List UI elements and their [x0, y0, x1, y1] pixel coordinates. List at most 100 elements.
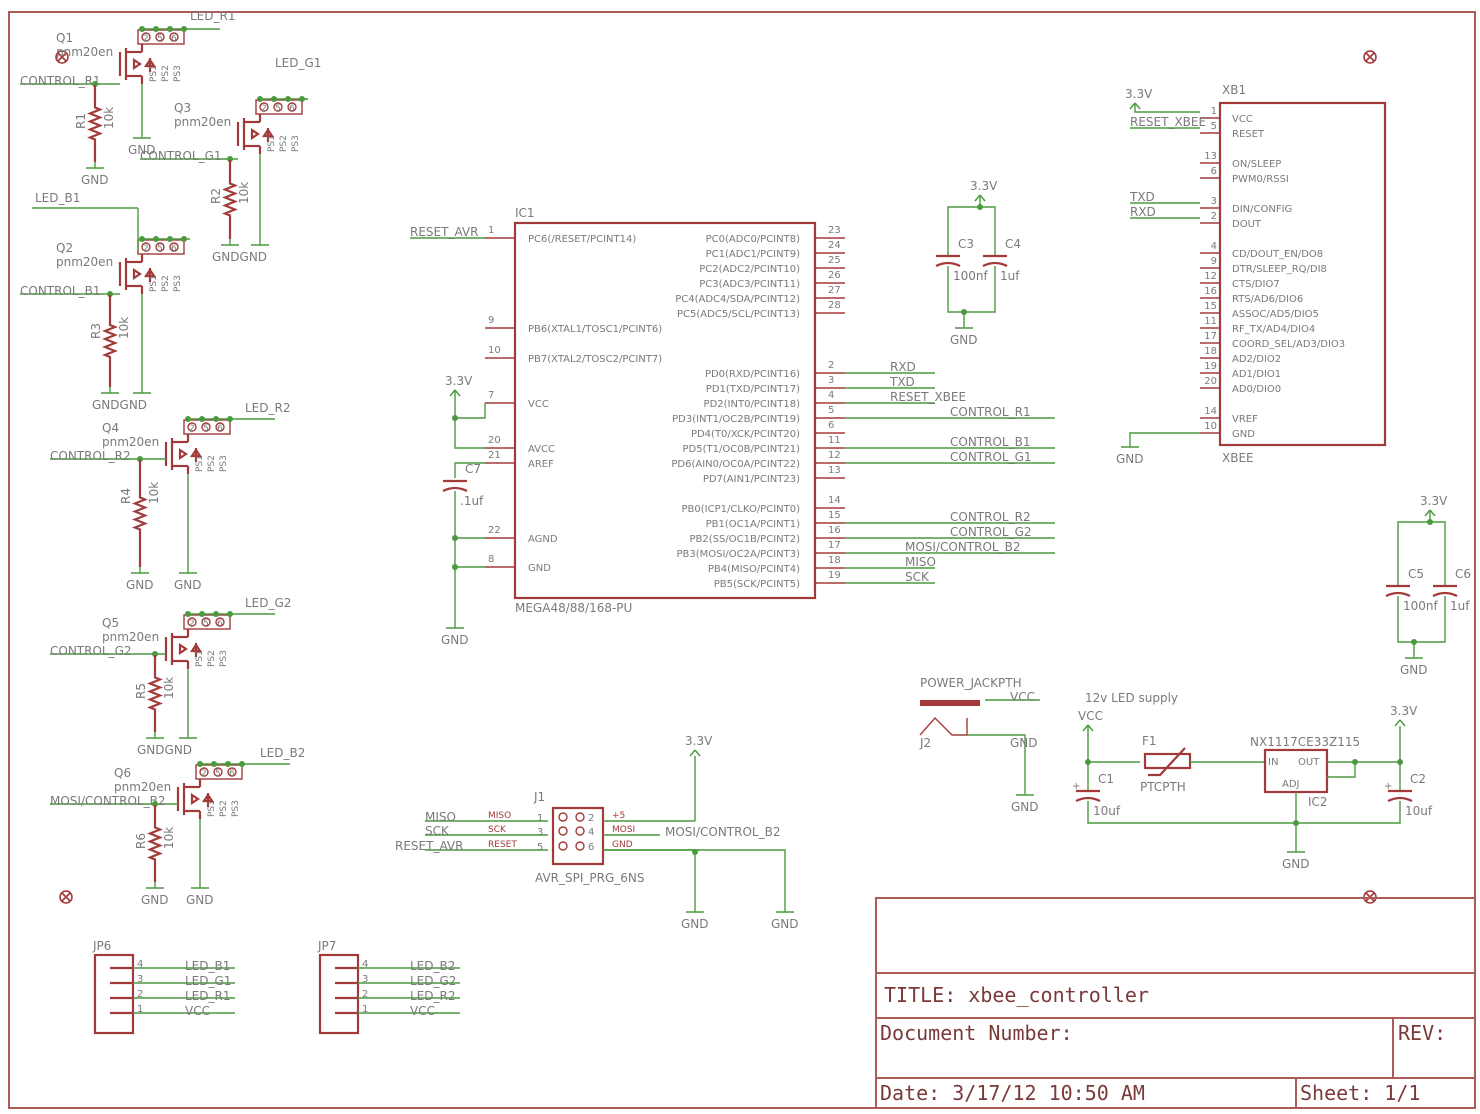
gnd-label: GND	[141, 893, 169, 907]
ic1-pin-number: 21	[488, 450, 501, 461]
cap-ref: C5	[1408, 567, 1424, 581]
resistor-ref: R4	[119, 488, 133, 504]
net-label: CONTROL_R2	[950, 510, 1031, 524]
xbee-pin-name: RTS/AD6/DIO6	[1232, 294, 1303, 305]
xbee-pin-number: 18	[1204, 346, 1217, 357]
net-label: MOSI/CONTROL_B2	[905, 540, 1020, 554]
ic1-pin-name: PC4(ADC4/SDA/PCINT12)	[675, 294, 800, 305]
xbee-pin-name: AD2/DIO2	[1232, 354, 1281, 365]
cap-plate-curved	[982, 261, 1008, 267]
fet-diode-arrow	[143, 58, 157, 68]
led-net-label: LED_B2	[260, 746, 305, 760]
cap-value: 10uf	[1093, 804, 1121, 818]
header-pin-number: 3	[137, 974, 143, 985]
gnd-label: GND	[186, 893, 214, 907]
ic1-pin-name: PB6(XTAL1/TOSC1/PCINT6)	[528, 324, 662, 335]
xbee-pin-name: PWM0/RSSI	[1232, 174, 1289, 185]
jack-gnd-wire	[967, 734, 1026, 795]
fet-pin-box	[137, 29, 185, 45]
ic1-pin-number: 8	[488, 554, 494, 565]
header-body	[318, 953, 360, 1035]
isp-pin-signal: SCK	[488, 825, 507, 835]
gnd-symbol: GND	[128, 137, 156, 157]
fet-ref: Q3	[174, 101, 191, 115]
fet-value: pnm20en	[102, 630, 159, 644]
ic1-pin-name: PD1(TXD/PCINT17)	[706, 384, 800, 395]
regulator-out: OUT	[1298, 757, 1320, 768]
resistor-ref: R6	[134, 833, 148, 849]
supply-label: 3.3V	[685, 734, 713, 748]
xbee-pin-number: 5	[1211, 121, 1217, 132]
led-net-label: LED_B1	[35, 191, 80, 205]
fet-pin-circle	[201, 617, 211, 627]
cap-ref: C4	[1005, 237, 1021, 251]
fet-pin-box	[183, 614, 231, 630]
cap-plate-curved	[1385, 591, 1411, 597]
fet-pin-number: 5	[275, 104, 281, 114]
resistor-value: 10k	[117, 317, 131, 339]
fet-pin-number: 5	[215, 769, 221, 779]
xbee-pin-name: COORD_SEL/AD3/DIO3	[1232, 339, 1345, 350]
fet-diode-arrow	[189, 643, 203, 653]
cap-value: .1uf	[460, 494, 484, 508]
xbee-pin-number: 3	[1211, 196, 1217, 207]
xbee-pin-number: 9	[1211, 256, 1217, 267]
ic1-pin-number: 6	[828, 420, 834, 431]
net-label: TXD	[1129, 190, 1155, 204]
gnd-symbol: GND	[126, 572, 154, 592]
fet-pin-box	[183, 419, 231, 435]
resistor-value: 10k	[162, 827, 176, 849]
ic1-pin-name: PB0(ICP1/CLKO/PCINT0)	[682, 504, 801, 515]
resistor-ref: R5	[134, 683, 148, 699]
regulator-in: IN	[1268, 757, 1278, 768]
date: Date: 3/17/12 10:50 AM	[880, 1081, 1145, 1105]
supply-label: 3.3V	[1420, 494, 1448, 508]
led-net-label: LED_R1	[190, 9, 235, 23]
fet-pin-circle	[287, 102, 297, 112]
header-net-label: LED_G1	[185, 974, 231, 988]
gnd-symbol: GND	[1282, 851, 1310, 871]
resistor-zigzag	[222, 160, 238, 239]
ic1-pin-name: PC3(ADC3/PCINT11)	[699, 279, 800, 290]
ic1-pin-name: PC6(/RESET/PCINT14)	[528, 234, 636, 245]
supply-arrow: VCC	[1078, 709, 1103, 732]
isp-net-label: MOSI/CONTROL_B2	[665, 825, 780, 839]
ic1-pin-number: 26	[828, 270, 841, 281]
fet-pin-number: 2	[189, 424, 195, 434]
ic1-pin-number: 9	[488, 315, 494, 326]
junction-dot	[1411, 639, 1417, 645]
control-net-label: CONTROL_G2	[50, 644, 132, 658]
cap-plate-curved	[442, 486, 468, 492]
fet-pin-number: 5	[203, 424, 209, 434]
ic1-pin-name: AREF	[528, 459, 554, 470]
cap-wire	[1397, 596, 1446, 643]
fet-pin-circle	[169, 32, 179, 42]
fet-source-pin: PS3	[173, 275, 183, 292]
header-net-label: VCC	[410, 1004, 435, 1018]
xbee-pin-number: 6	[1211, 166, 1217, 177]
gnd-label: GND	[126, 578, 154, 592]
fet-source-pin: PS3	[219, 455, 229, 472]
jack-vcc: VCC	[1010, 690, 1035, 704]
fet-diode-arrow	[201, 793, 215, 803]
ic1-pin-number: 13	[828, 465, 841, 476]
resistor-value: 10k	[237, 182, 251, 204]
fet-pin-number: 2	[189, 619, 195, 629]
ic1-pin-name: PC5(ADC5/SCL/PCINT13)	[677, 309, 800, 320]
junction-dot	[452, 535, 458, 541]
ic1-pin-number: 19	[828, 570, 841, 581]
isp-pin-circle	[558, 812, 568, 822]
fet-pin-circle	[273, 102, 283, 112]
cap-wire	[1397, 510, 1431, 585]
ic1-pin-number: 2	[828, 360, 834, 371]
fet-pin-circle	[259, 102, 269, 112]
reg-out-wire	[1327, 762, 1356, 778]
fet-pin-circle	[213, 767, 223, 777]
isp-pin-signal: +5	[612, 811, 625, 821]
resistor-zigzag	[102, 295, 118, 387]
header-pin-number: 2	[137, 989, 143, 1000]
xbee-pin-number: 15	[1204, 301, 1217, 312]
